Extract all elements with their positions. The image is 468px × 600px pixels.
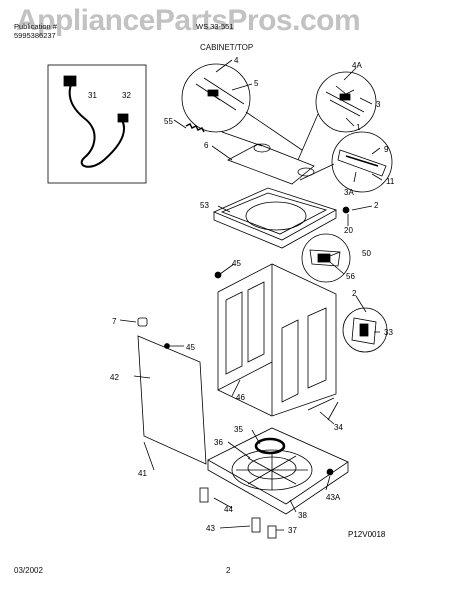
callout-2-mid: 2 — [352, 289, 357, 298]
callout-3a: 3A — [344, 188, 354, 197]
callout-43a: 43A — [326, 493, 341, 502]
model-number: WS 33-551 — [196, 22, 234, 31]
cabinet-rear-panel — [271, 263, 337, 417]
part-7 — [137, 317, 148, 327]
diagram-code: P12V0018 — [348, 530, 386, 539]
detail-circle-latch-side — [342, 307, 388, 353]
foot-left — [199, 487, 209, 503]
callout-41: 41 — [138, 469, 147, 478]
callout-45-mid: 45 — [186, 343, 195, 352]
callout-42: 42 — [110, 373, 119, 382]
callout-35: 35 — [234, 425, 243, 434]
callout-31: 31 — [88, 91, 97, 100]
callout-11: 11 — [386, 177, 395, 186]
callout-5: 5 — [254, 79, 259, 88]
footer-date: 03/2002 — [14, 566, 43, 575]
callout-4a: 4A — [352, 61, 362, 70]
spring-55 — [185, 123, 205, 133]
power-cord-icon — [68, 81, 125, 168]
callout-53: 53 — [200, 201, 209, 210]
callout-46: 46 — [236, 393, 245, 402]
callout-38: 38 — [298, 511, 307, 520]
page-title: CABINET/TOP — [200, 43, 254, 52]
callout-33: 33 — [384, 328, 393, 337]
callout-2-top: 2 — [374, 201, 379, 210]
callout-32: 32 — [122, 91, 131, 100]
callout-7: 7 — [112, 317, 117, 326]
callout-20: 20 — [344, 226, 353, 235]
callout-labels: 4 5 4A 3 1 9 11 3A 2 20 6 55 53 31 32 45… — [88, 56, 395, 535]
callout-36: 36 — [214, 438, 223, 447]
part-45-top — [214, 271, 222, 279]
callout-55: 55 — [164, 117, 173, 126]
part-45-mid — [164, 343, 170, 349]
power-cord-box — [47, 64, 147, 184]
foot-center — [267, 525, 277, 539]
callout-37: 37 — [288, 526, 297, 535]
publication-number: 5995386237 — [14, 31, 56, 40]
callout-56: 56 — [346, 272, 355, 281]
callout-45-top: 45 — [232, 259, 241, 268]
callout-1: 1 — [356, 123, 361, 132]
callout-6: 6 — [204, 141, 209, 150]
callout-34: 34 — [334, 423, 343, 432]
callout-4: 4 — [234, 56, 239, 65]
detail-circle-latch — [331, 131, 393, 193]
callout-43: 43 — [206, 524, 215, 533]
publication-label: Publication # — [14, 22, 57, 31]
detail-circle-hinge — [181, 63, 251, 133]
watermark: AppliancePartsPros.com — [16, 4, 361, 37]
foot-center-left — [251, 517, 261, 533]
callout-9: 9 — [384, 145, 389, 154]
detail-circle-bracket — [301, 233, 351, 283]
footer-page-number: 2 — [226, 566, 231, 575]
callout-50: 50 — [362, 249, 371, 258]
detail-circle-lid-switch — [315, 71, 377, 133]
callout-44: 44 — [224, 505, 233, 514]
lid — [227, 143, 315, 185]
part-20 — [342, 206, 350, 214]
front-panel — [137, 335, 207, 465]
callout-3: 3 — [376, 100, 381, 109]
